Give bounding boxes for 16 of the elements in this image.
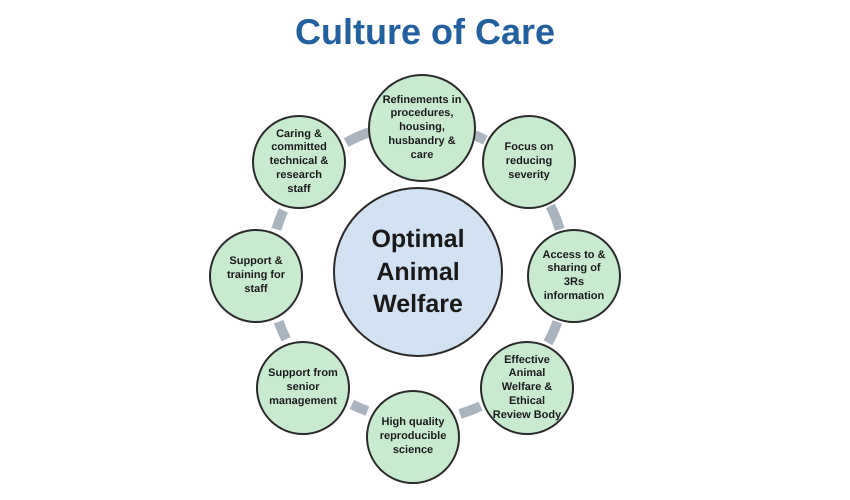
circle-label: Refinements in procedures, housing, husbandry & care — [382, 94, 462, 162]
ring-connector — [546, 204, 564, 231]
ring-connector — [274, 320, 291, 342]
circle-label: Access to & sharing of 3Rs information — [542, 248, 606, 304]
circle-label: High quality reproducible science — [378, 416, 448, 458]
ring-connector — [458, 402, 483, 419]
circle-label: Caring & committed technical & research staff — [268, 128, 330, 196]
circle-label: Support & training for staff — [226, 255, 286, 297]
heading-text: Optimal Animal Welfare — [370, 224, 466, 320]
circle-label: Focus on reducing severity — [504, 141, 554, 183]
circle-label: Effective Animal Welfare & Ethical Review Body — [492, 354, 562, 422]
title: Culture of Care — [294, 14, 556, 50]
ring-connector — [272, 208, 288, 231]
ring-connector — [350, 400, 370, 416]
circle-label: Support from senior management — [268, 367, 338, 409]
ring-connector — [544, 320, 562, 346]
